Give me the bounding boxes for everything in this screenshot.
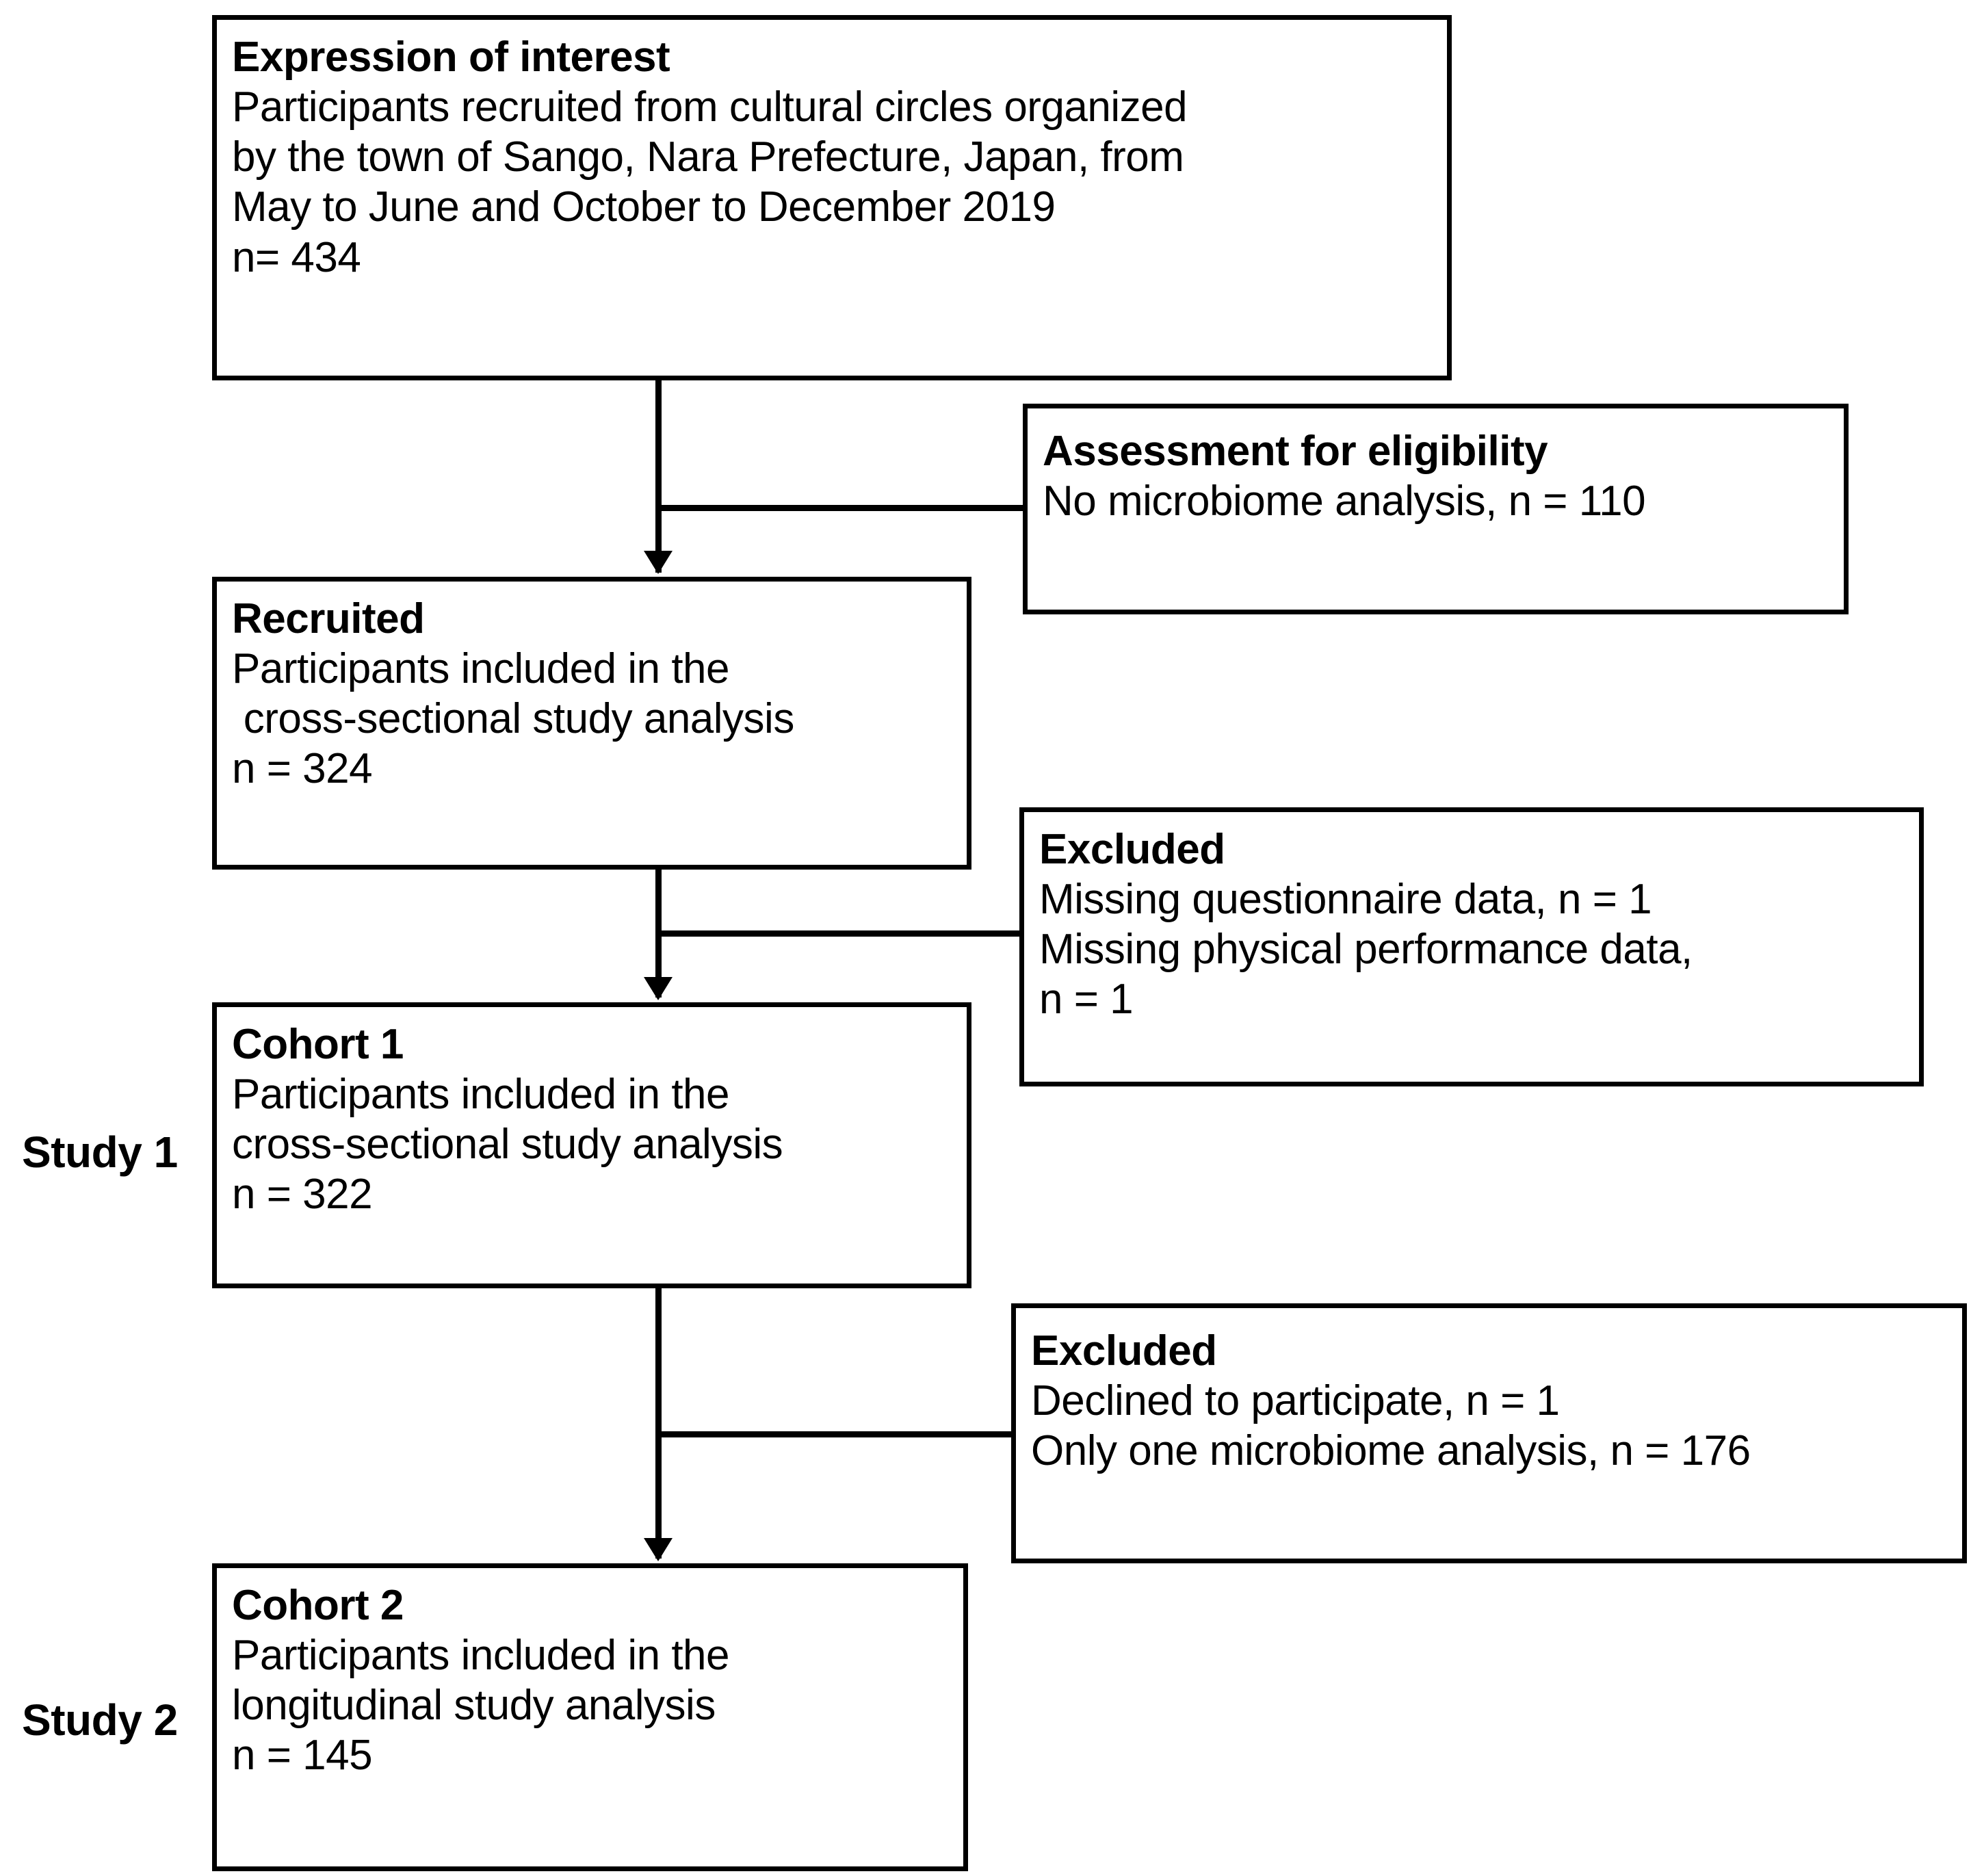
box-line: Missing physical performance data, (1039, 926, 1693, 974)
connector-cohort1-to-excluded2-horizontal (655, 1431, 1015, 1437)
box-title: Cohort 1 (232, 1021, 404, 1068)
box-line: longitudinal study analysis (232, 1682, 716, 1730)
connector-eoi-to-assessment-horizontal (655, 505, 1025, 511)
box-line: n = 324 (232, 745, 373, 793)
box-line: Participants recruited from cultural cir… (232, 83, 1188, 131)
arrowhead-to-recruited (644, 551, 673, 574)
box-line: Participants included in the (232, 1071, 730, 1119)
box-cohort-1: Cohort 1 Participants included in the cr… (212, 1002, 971, 1288)
box-assessment-for-eligibility: Assessment for eligibility No microbiome… (1023, 404, 1849, 614)
box-title: Expression of interest (232, 34, 670, 81)
box-line: Declined to participate, n = 1 (1031, 1377, 1560, 1425)
box-line: Participants included in the (232, 1632, 730, 1680)
box-recruited: Recruited Participants included in the c… (212, 577, 971, 870)
box-excluded-1: Excluded Missing questionnaire data, n =… (1019, 807, 1924, 1086)
side-label-study-2: Study 2 (22, 1695, 178, 1745)
box-excluded-2: Excluded Declined to participate, n = 1 … (1011, 1303, 1967, 1563)
box-title: Excluded (1039, 826, 1225, 873)
box-line: May to June and October to December 2019 (232, 183, 1056, 231)
box-line: Missing questionnaire data, n = 1 (1039, 876, 1652, 924)
connector-eoi-to-recruited-vertical (655, 380, 662, 573)
arrowhead-to-cohort2 (644, 1538, 673, 1561)
box-line: n= 434 (232, 233, 361, 281)
box-title: Cohort 2 (232, 1582, 404, 1629)
box-title: Excluded (1031, 1327, 1217, 1375)
box-line: Participants included in the (232, 645, 730, 693)
box-title: Assessment for eligibility (1043, 428, 1548, 475)
box-line: cross-sectional study analysis (232, 1121, 783, 1169)
box-title: Recruited (232, 595, 425, 642)
side-label-study-1: Study 1 (22, 1128, 178, 1177)
box-cohort-2: Cohort 2 Participants included in the lo… (212, 1563, 968, 1871)
box-line: n = 322 (232, 1171, 373, 1219)
box-line: n = 1 (1039, 976, 1134, 1024)
box-line: cross-sectional study analysis (232, 695, 795, 743)
connector-cohort1-to-cohort2-vertical (655, 1285, 662, 1559)
box-line: No microbiome analysis, n = 110 (1043, 478, 1646, 525)
box-line: by the town of Sango, Nara Prefecture, J… (232, 133, 1184, 181)
box-line: Only one microbiome analysis, n = 176 (1031, 1427, 1751, 1475)
box-line: n = 145 (232, 1732, 373, 1780)
box-expression-of-interest: Expression of interest Participants recr… (212, 15, 1452, 380)
arrowhead-to-cohort1 (644, 977, 673, 1000)
connector-recruited-to-excluded1-horizontal (655, 930, 1023, 937)
